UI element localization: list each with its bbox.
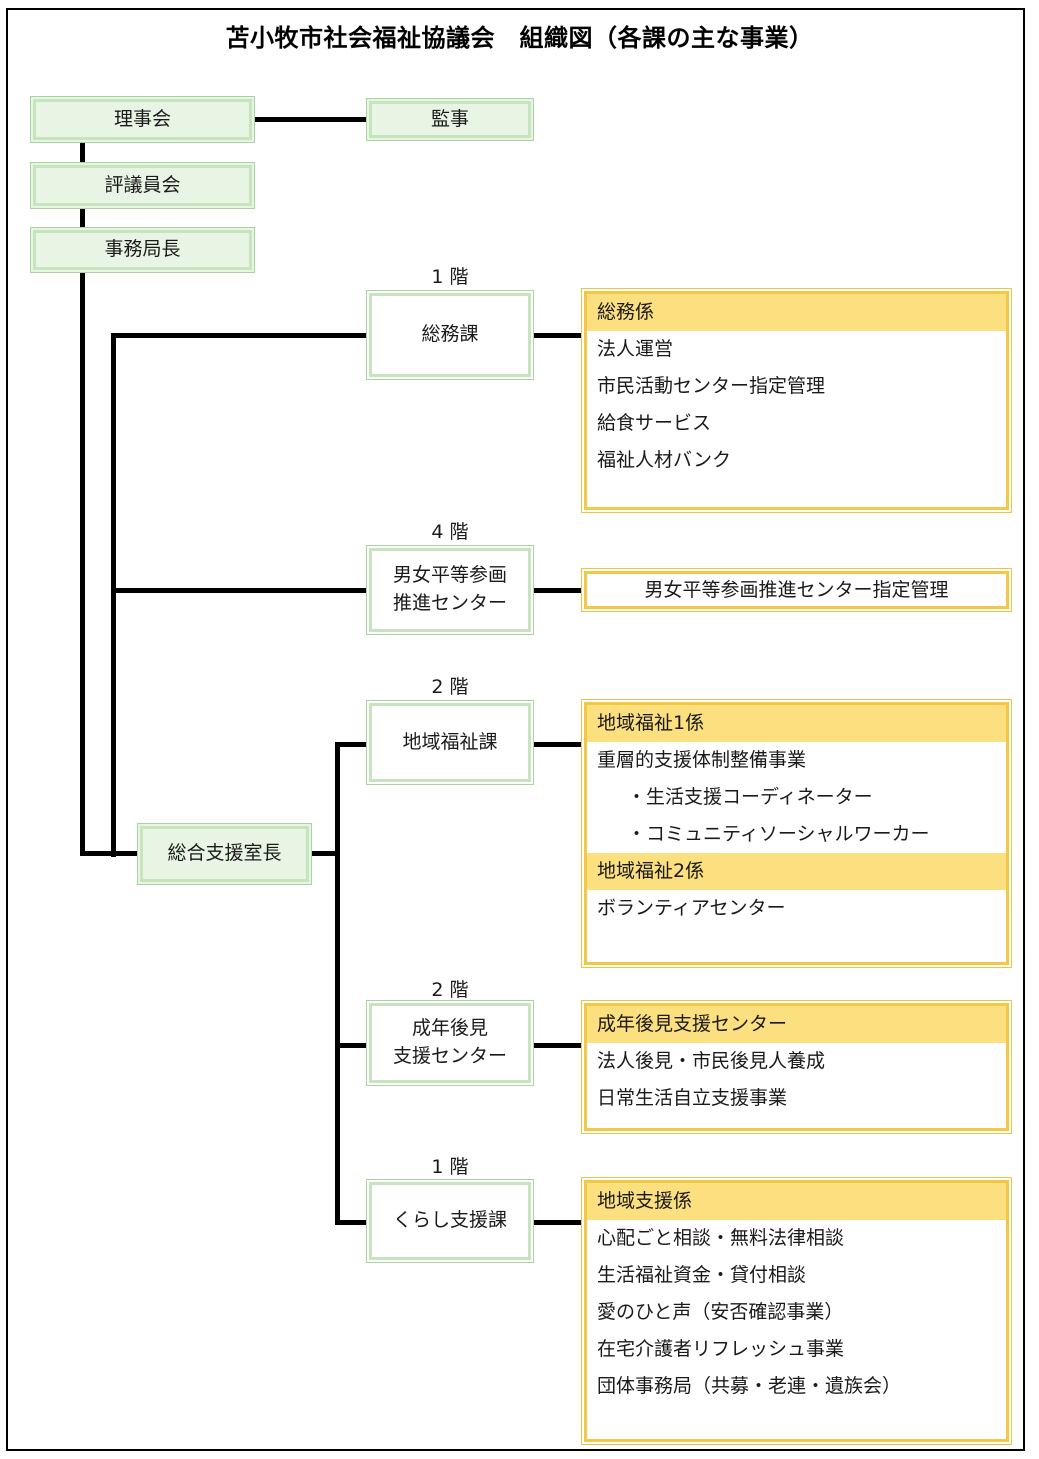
box-department-chiiki-fukushi-label: 地域福祉課 <box>369 703 531 782</box>
section-item: 給食サービス <box>587 405 1006 442</box>
box-general-support-manager[interactable]: 総合支援室長 <box>137 823 312 885</box>
section-item: 愛のひと声（安否確認事業） <box>587 1294 1006 1331</box>
floor-label-chiiki-fukushi: 2 階 <box>431 676 469 698</box>
connector-branch-to-guardianship <box>335 1043 367 1048</box>
connector-chiiki-to-detail <box>532 742 582 747</box>
connector-soumu-to-detail <box>532 333 582 338</box>
box-council[interactable]: 評議員会 <box>30 162 255 209</box>
box-department-soumu-label: 総務課 <box>369 293 531 377</box>
box-department-guardianship[interactable]: 成年後見 支援センター <box>366 1000 534 1086</box>
floor-label-kurashi: 1 階 <box>431 1156 469 1178</box>
connector-gender-to-detail <box>532 588 582 593</box>
box-general-support-manager-label: 総合支援室長 <box>140 826 309 882</box>
connector-branch-to-gender-center <box>111 588 367 593</box>
section-header: 成年後見支援センター <box>587 1006 1006 1043</box>
box-council-label: 評議員会 <box>33 165 252 206</box>
box-department-kurashi[interactable]: くらし支援課 <box>366 1179 534 1263</box>
connector-branch-vertical-upper <box>111 333 116 857</box>
section-item: 日常生活自立支援事業 <box>587 1080 1006 1117</box>
connector-branch-bottom-stub <box>111 851 142 856</box>
connector-council-to-secretary <box>80 208 85 228</box>
section-item: 重層的支援体制整備事業 <box>587 742 1006 779</box>
box-department-kurashi-label: くらし支援課 <box>369 1182 531 1260</box>
box-department-gender-center-label-line2: 推進センター <box>392 592 507 614</box>
box-department-gender-center[interactable]: 男女平等参画 推進センター <box>366 545 534 635</box>
section-item: 法人後見・市民後見人養成 <box>587 1043 1006 1080</box>
detail-box-soumu: 総務係 法人運営 市民活動センター指定管理 給食サービス 福祉人材バンク <box>581 288 1012 513</box>
section-item: 男女平等参画推進センター指定管理 <box>644 578 949 601</box>
section-item: 生活福祉資金・貸付相談 <box>587 1257 1006 1294</box>
connector-guardianship-to-detail <box>532 1043 582 1048</box>
box-department-guardianship-label-line2: 支援センター <box>392 1045 507 1067</box>
connector-kurashi-to-detail <box>532 1220 582 1225</box>
connector-secretary-trunk <box>80 272 85 856</box>
connector-branch-to-chiiki-fukushi <box>335 742 367 747</box>
box-department-gender-center-label-line1: 男女平等参画 <box>392 564 507 587</box>
connector-branch-to-kurashi <box>335 1220 367 1225</box>
box-board-of-directors-label: 理事会 <box>33 99 252 140</box>
connector-support-manager-stub <box>310 851 340 856</box>
box-secretary-general[interactable]: 事務局長 <box>30 227 255 273</box>
detail-box-kurashi: 地域支援係 心配ごと相談・無料法律相談 生活福祉資金・貸付相談 愛のひと声（安否… <box>581 1177 1012 1445</box>
section-item: 団体事務局（共募・老連・遺族会） <box>587 1368 1006 1405</box>
section-header: 地域支援係 <box>587 1183 1006 1220</box>
section-item: ・生活支援コーディネーター <box>587 779 1006 816</box>
box-department-chiiki-fukushi[interactable]: 地域福祉課 <box>366 700 534 785</box>
box-board-of-directors[interactable]: 理事会 <box>30 96 255 143</box>
section-item: ・コミュニティソーシャルワーカー <box>587 816 1006 853</box>
section-item: 福祉人材バンク <box>587 442 1006 479</box>
detail-box-gender-center: 男女平等参画推進センター指定管理 <box>581 568 1012 612</box>
connector-board-to-auditor <box>254 117 367 122</box>
box-auditor[interactable]: 監事 <box>366 98 534 141</box>
detail-box-guardianship: 成年後見支援センター 法人後見・市民後見人養成 日常生活自立支援事業 <box>581 1000 1012 1134</box>
section-item: 市民活動センター指定管理 <box>587 368 1006 405</box>
box-auditor-label: 監事 <box>369 101 531 138</box>
connector-branch-to-soumu <box>111 333 367 338</box>
section-header: 地域福祉1係 <box>587 705 1006 742</box>
floor-label-soumu: 1 階 <box>431 266 469 288</box>
detail-box-chiiki-fukushi: 地域福祉1係 重層的支援体制整備事業 ・生活支援コーディネーター ・コミュニティ… <box>581 699 1012 968</box>
section-item: 心配ごと相談・無料法律相談 <box>587 1220 1006 1257</box>
floor-label-gender-center: 4 階 <box>431 521 469 543</box>
section-header: 地域福祉2係 <box>587 853 1006 890</box>
box-department-soumu[interactable]: 総務課 <box>366 290 534 380</box>
connector-board-to-council <box>80 143 85 163</box>
page-title: 苫小牧市社会福祉協議会 組織図（各課の主な事業） <box>225 24 814 52</box>
box-department-guardianship-label-line1: 成年後見 <box>411 1017 488 1040</box>
floor-label-guardianship: 2 階 <box>431 979 469 1001</box>
box-secretary-general-label: 事務局長 <box>33 230 252 270</box>
section-item: 在宅介護者リフレッシュ事業 <box>587 1331 1006 1368</box>
section-header: 総務係 <box>587 294 1006 331</box>
section-item: 法人運営 <box>587 331 1006 368</box>
section-item: ボランティアセンター <box>587 890 1006 927</box>
connector-support-branch-vertical <box>335 742 340 1225</box>
